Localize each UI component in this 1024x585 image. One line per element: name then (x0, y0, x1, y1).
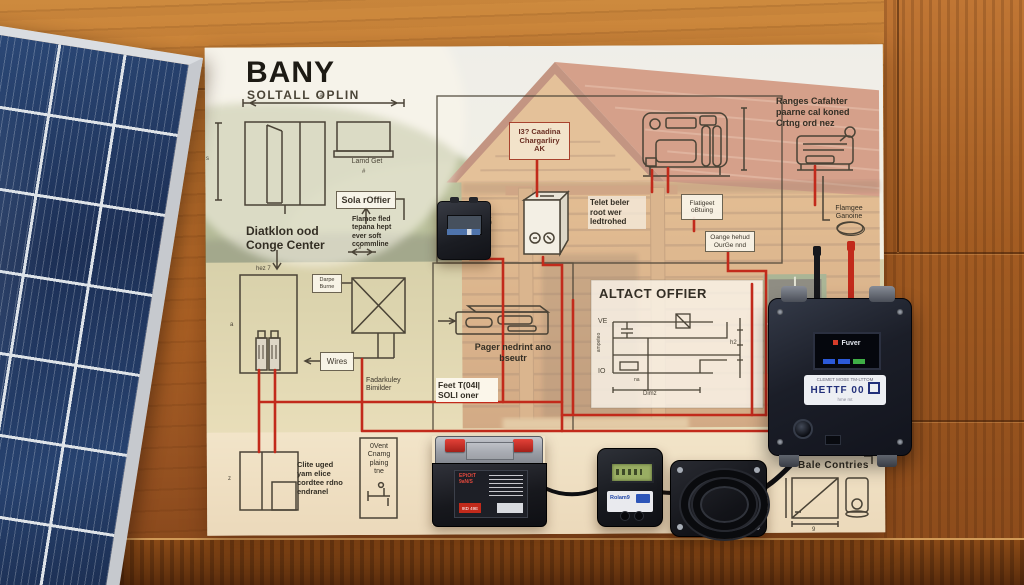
label-model: HETTF 00 (804, 382, 886, 397)
corner-screw (677, 524, 683, 530)
altact-panel (590, 279, 764, 409)
device-button (793, 419, 813, 439)
flamgee-label: Flamgee Ganoine (835, 205, 863, 221)
plank-seam (884, 420, 1024, 422)
altact-io: IO (598, 368, 606, 375)
battery-handle (466, 442, 514, 460)
junction-box-drawing (303, 277, 406, 365)
controller-port (634, 511, 644, 521)
cable-gland (869, 286, 895, 302)
pager-note: Pager nedrint ano bseutr (474, 342, 552, 363)
altact-na: na (634, 377, 640, 383)
darpe-box: Darpe Burne (312, 274, 342, 293)
lamd-mark: # (362, 169, 366, 175)
flatigeet-box: Flatigeet oBtuing (681, 194, 723, 220)
red-wires (257, 158, 817, 454)
corner-screw (897, 309, 903, 315)
dim-label-top: 1a (316, 93, 323, 99)
display-indicators (823, 359, 865, 364)
corner-screw (777, 439, 783, 445)
coiled-cable (681, 470, 768, 539)
battery-spec-rows (489, 475, 523, 499)
corner-screw (677, 467, 683, 473)
battery-terminal-cap (513, 439, 533, 452)
corner-screw (754, 467, 760, 473)
plank-seam (884, 252, 1024, 254)
fadarkuley-note: Fadarkuley Bimilder (366, 377, 401, 393)
device-display: Fuver (813, 332, 881, 370)
diatklon-heading: Diatklon ood Conge Center (246, 224, 325, 253)
controller-brand: Rolam9 (610, 495, 630, 501)
battery-code: 9tD 49E (459, 503, 481, 513)
wall-unit-drawing (521, 190, 570, 257)
table-front-edge (0, 538, 1024, 585)
lamd-label: Lamd Get (351, 158, 383, 165)
vent-note: 0Vent Cnamg plaing tne (367, 443, 391, 476)
power-strip-drawing (438, 305, 551, 335)
sola-offier-box: Sola rOffier (336, 191, 396, 209)
flamgee-oval-mark (837, 222, 865, 236)
bale-dim: 9 (812, 527, 816, 533)
cable-coil-plate (670, 460, 768, 539)
device-port (825, 435, 841, 445)
battery-top (435, 436, 543, 465)
terminal-bump (450, 197, 459, 203)
mppt-unit: Fuver CLEMET MOBE TM-LTTOM HETTF 00 hme … (768, 286, 912, 467)
bale-label: Bale Contries (798, 460, 869, 471)
bale-sketch (785, 455, 873, 527)
battery-label: EPtOtT 9aN/S 9tD 49E (454, 470, 528, 518)
label-logo-chip (636, 494, 650, 503)
device-foot (877, 455, 897, 467)
flamce-note: Flamce fled tepana hept ever soft ccomml… (352, 216, 392, 249)
altact-ve: VE (598, 318, 608, 325)
corner-screw (777, 309, 783, 315)
battery-brand: EPtOtT 9aN/S (459, 473, 476, 485)
altact-h2: h2 (730, 340, 737, 346)
panel-drawing (215, 99, 405, 256)
clite-note: Clite uged yam elice cordtee rdno endran… (297, 460, 343, 496)
controller-port (620, 511, 630, 521)
altact-title: ALTACT OFFIER (599, 286, 707, 301)
feet-label: Feet T(04I| SOLl oner (436, 378, 498, 403)
device-label: CLEMET MOBE TM-LTTOM HETTF 00 hme mt (804, 375, 886, 405)
charge-tag-box: I3? Caadina Chargarliry AK (509, 122, 570, 160)
label-micro-top: CLEMET MOBE TM-LTTOM (816, 377, 874, 382)
label-micro-bottom: hme mt (837, 397, 853, 402)
battery-body: EPtOtT 9aN/S 9tD 49E (432, 463, 547, 527)
dim-note: 9 (358, 245, 362, 251)
coiled-cable (693, 479, 756, 530)
wires-box: Wires (320, 352, 354, 371)
battery: EPtOtT 9aN/S 9tD 49E (432, 436, 547, 527)
corner-screw (897, 439, 903, 445)
plank-seam (897, 0, 899, 252)
faucet-icon (367, 488, 390, 506)
dim-label-left: s (206, 156, 209, 162)
charge-controller-photo (437, 197, 491, 260)
page-title: BANY (246, 56, 336, 89)
hez-label: hez 7 (256, 266, 271, 272)
rect-side-label: a (230, 322, 234, 328)
inverter-drawing (642, 107, 747, 177)
display-brand: Fuver (815, 340, 879, 347)
box-side-label: z (228, 476, 231, 482)
ranges-note: Ranges Cafahter paarne cal koned Crtng o… (776, 96, 850, 128)
telet-note: Telet beler root wer ledtrohed (588, 196, 646, 229)
device-foot (779, 455, 799, 467)
controller-label: Rolam9 (607, 491, 653, 512)
lcd-digits (616, 469, 642, 475)
altact-dim: Dimz (643, 391, 657, 397)
terminal-bump (469, 197, 478, 203)
pwm-controller: Rolam9 (597, 448, 663, 527)
altact-side: ampeteo (596, 332, 603, 353)
controller-label-strip (447, 229, 480, 235)
battery-chip (497, 503, 523, 513)
bottom-left-drawing (239, 437, 398, 519)
cable-gland (781, 286, 807, 302)
lcd-screen (610, 462, 654, 483)
page-subtitle: SOLTALL OPLIN (247, 88, 360, 102)
battery-terminal-cap (445, 439, 465, 452)
oange-box: Oange hehud OurGe nnd (705, 231, 755, 252)
